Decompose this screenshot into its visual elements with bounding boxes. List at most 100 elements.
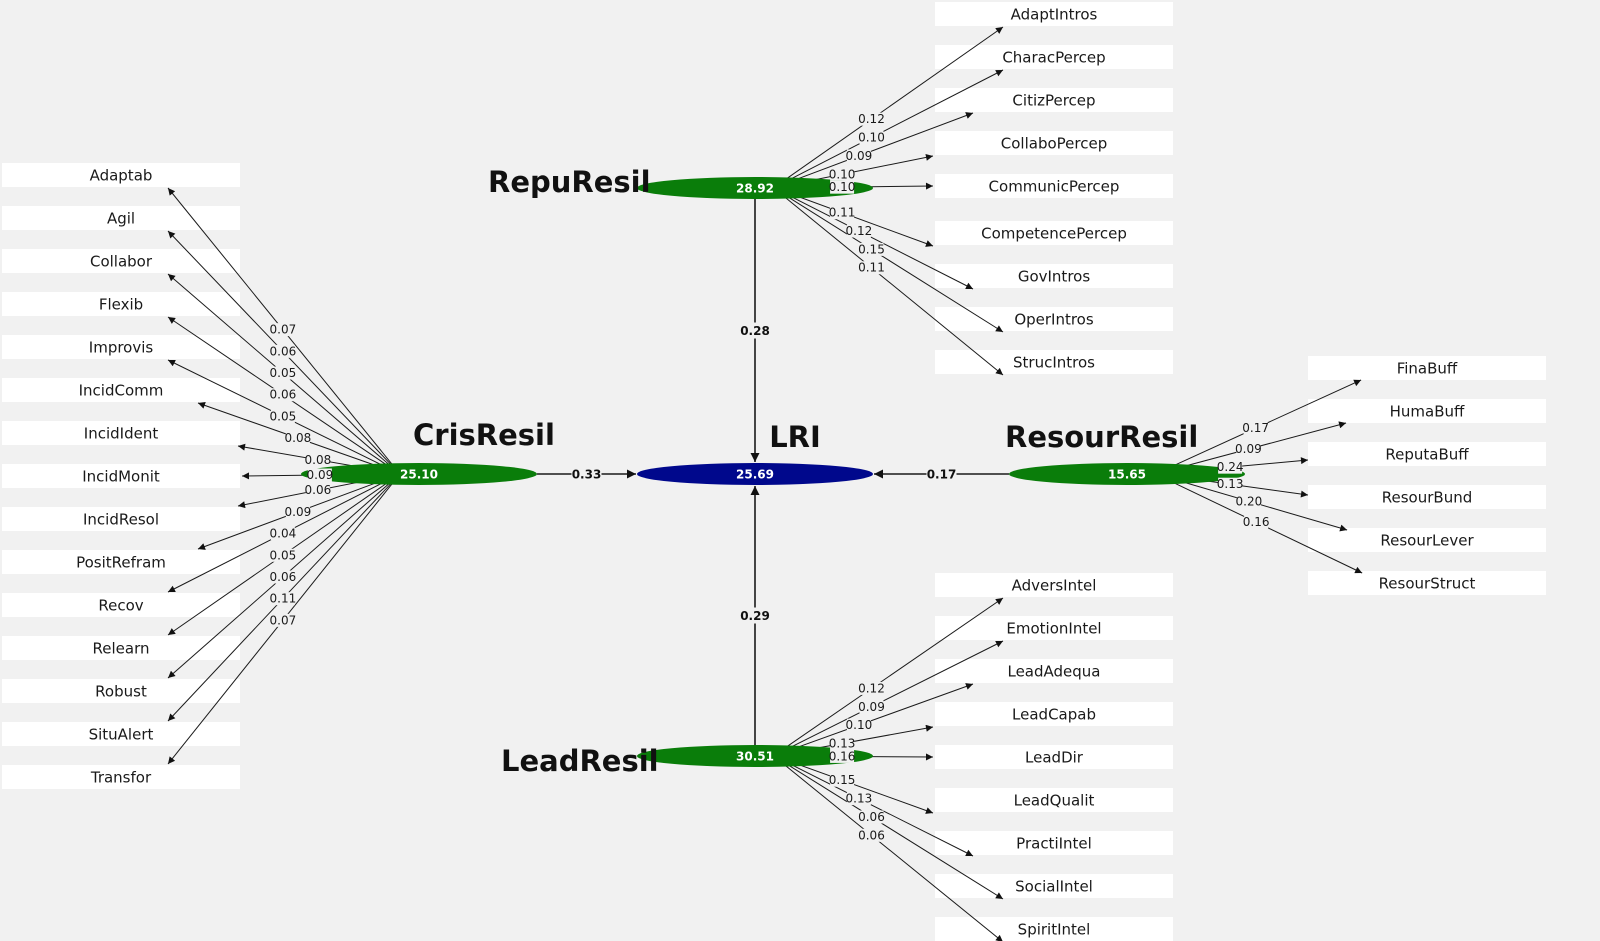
loading-weight: 0.12 [858,112,885,126]
loading-weight: 0.13 [829,737,856,751]
loading-edge [776,112,974,188]
loading-weight: 0.09 [858,700,885,714]
indicator-box [935,831,1173,855]
indicator-box [935,616,1173,640]
loading-weight: 0.08 [285,431,312,445]
loading-weight: 0.17 [1242,421,1269,435]
loading-weight: 0.09 [1235,442,1262,456]
indicator-label: CharacPercep [1002,49,1105,67]
weight-label-bg [1243,421,1268,435]
indicator-box [2,722,240,746]
weight-label-bg [859,828,884,842]
indicator-box [2,636,240,660]
indicator-box [935,131,1173,155]
indicator-label: CompetencePercep [981,225,1127,243]
loading-weight: 0.07 [270,613,297,627]
indicator-box [935,350,1173,374]
weight-label-bg [270,570,295,584]
indicator-label: SituAlert [89,726,154,744]
indicator-label: OperIntros [1014,311,1094,329]
construct-node-cris [301,463,537,485]
loading-weight: 0.16 [1243,515,1270,529]
indicator-box [935,659,1173,683]
weight-label-bg [1236,442,1261,456]
loading-weight: 0.06 [270,344,297,358]
target-node-lri [637,463,873,485]
indicator-box [935,45,1173,69]
loading-edge [775,757,1003,941]
indicator-box [2,421,240,445]
weight-label-bg [270,366,295,380]
indicator-label: ResourLever [1380,532,1474,550]
loading-weight: 0.15 [858,242,885,256]
loading-edge [775,597,1004,755]
indicator-label: Improvis [89,339,154,357]
weight-label-bg [1244,515,1269,529]
indicator-label: SpiritIntel [1018,921,1091,939]
indicator-label: EmotionIntel [1006,620,1101,638]
loading-weight: 0.11 [829,206,856,220]
indicator-box [935,788,1173,812]
indicator-label: Collabor [90,253,153,271]
weight-label-bg [285,431,310,445]
indicator-box [2,765,240,789]
indicator-label: GovIntros [1018,268,1091,286]
weight-label-bg [285,505,310,519]
loading-weight: 0.04 [270,527,297,541]
loading-weight: 0.11 [270,592,297,606]
indicator-label: Flexib [99,296,143,314]
indicator-label: IncidComm [79,382,164,400]
weight-label-bg [270,548,295,562]
weight-label-bg [846,718,871,732]
weight-label-bg [859,112,884,126]
construct-node-repu [637,177,873,199]
indicator-label: IncidResol [83,511,159,529]
indicator-label: Adaptab [90,167,153,185]
weight-label-bg [1218,460,1243,474]
indicator-box [935,745,1173,769]
indicator-box [935,221,1173,245]
path-coefficient: 0.29 [740,609,770,623]
indicator-box [935,88,1173,112]
loading-weight: 0.13 [1217,477,1244,491]
indicator-box [1308,356,1546,380]
weight-label-bg [270,409,295,423]
indicator-label: IncidIdent [84,425,159,443]
indicator-box [1308,485,1546,509]
indicator-label: PractiIntel [1016,835,1092,853]
indicator-label: Robust [95,683,147,701]
indicator-box [1308,442,1546,466]
weight-label-bg [1218,477,1243,491]
indicator-label: CitizPercep [1012,92,1095,110]
weight-label-bg [846,792,871,806]
weight-label-bg [270,592,295,606]
loading-weight: 0.16 [829,749,856,763]
indicator-box [935,174,1173,198]
loading-edge [775,189,1004,376]
weight-label-bg [859,700,884,714]
indicator-label: HumaBuff [1390,403,1465,421]
loading-weight: 0.09 [846,149,873,163]
loading-weight: 0.05 [270,366,297,380]
loading-edge [775,189,1004,333]
indicator-label: LeadAdequa [1007,663,1100,681]
indicator-box [2,292,240,316]
weight-labels-layer: 0.120.100.090.100.100.110.120.150.110.07… [270,112,1270,842]
indicator-box [2,507,240,531]
path-coefficient: 0.17 [927,468,957,482]
weight-label-bg [859,261,884,275]
weight-label-bg [830,749,855,763]
loading-weight: 0.06 [305,483,332,497]
loading-weight: 0.06 [270,388,297,402]
path-coefficient: 0.33 [572,468,602,482]
indicator-box [935,702,1173,726]
loading-weight: 0.07 [270,323,297,337]
construct-score: 25.10 [400,468,438,482]
loading-weight: 0.11 [858,261,885,275]
indicator-label: IncidMonit [82,468,160,486]
loading-edge [776,188,974,290]
weight-label-bg [859,681,884,695]
indicator-box [2,249,240,273]
loading-weight: 0.15 [829,773,856,787]
construct-score: 30.51 [736,750,774,764]
